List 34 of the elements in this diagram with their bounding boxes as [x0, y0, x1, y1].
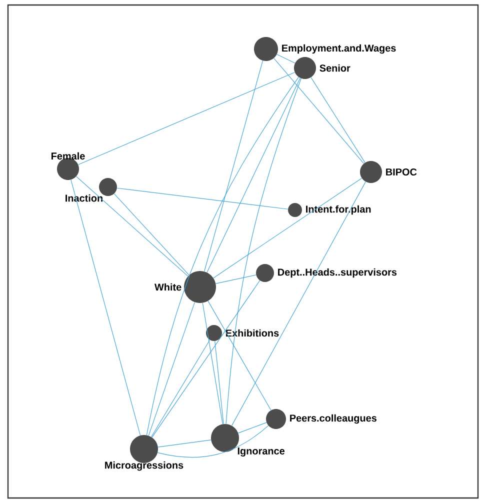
- connector-line: [114, 193, 190, 276]
- connector-line: [202, 302, 223, 424]
- node-label: BIPOC: [386, 168, 417, 176]
- node-label: Peers.colleaugues: [290, 414, 376, 424]
- node-label: Microagressions: [105, 461, 184, 471]
- connector-line: [214, 340, 224, 424]
- node-label: Female: [52, 152, 85, 160]
- connector-line: [146, 76, 299, 436]
- connector-line: [116, 188, 288, 210]
- connector-line: [226, 78, 302, 424]
- node-label: Ignorance: [238, 448, 284, 457]
- connector-line: [310, 77, 366, 163]
- connector-line: [151, 340, 210, 438]
- connector-line: [206, 78, 300, 273]
- connector-line: [157, 425, 269, 458]
- connector-line: [276, 54, 296, 64]
- node-label: Senior: [320, 64, 350, 72]
- connector-line: [70, 180, 141, 436]
- connector-line: [238, 422, 267, 434]
- connector-line: [148, 302, 195, 436]
- connector-line: [78, 72, 295, 165]
- connector-line: [76, 176, 188, 276]
- connector-line: [204, 60, 264, 272]
- connector-line: [216, 274, 256, 284]
- connector-line: [213, 178, 362, 278]
- connector-line: [208, 300, 272, 410]
- node-label: White: [154, 283, 182, 291]
- node-label: Inaction: [66, 194, 102, 202]
- connector-line: [232, 182, 366, 426]
- connector-line: [274, 58, 364, 164]
- connector-line: [158, 440, 212, 448]
- node-label: Employment.and.Wages: [282, 44, 396, 54]
- connector-line: [152, 280, 260, 438]
- node-label: Dept..Heads..supervisors: [278, 268, 397, 278]
